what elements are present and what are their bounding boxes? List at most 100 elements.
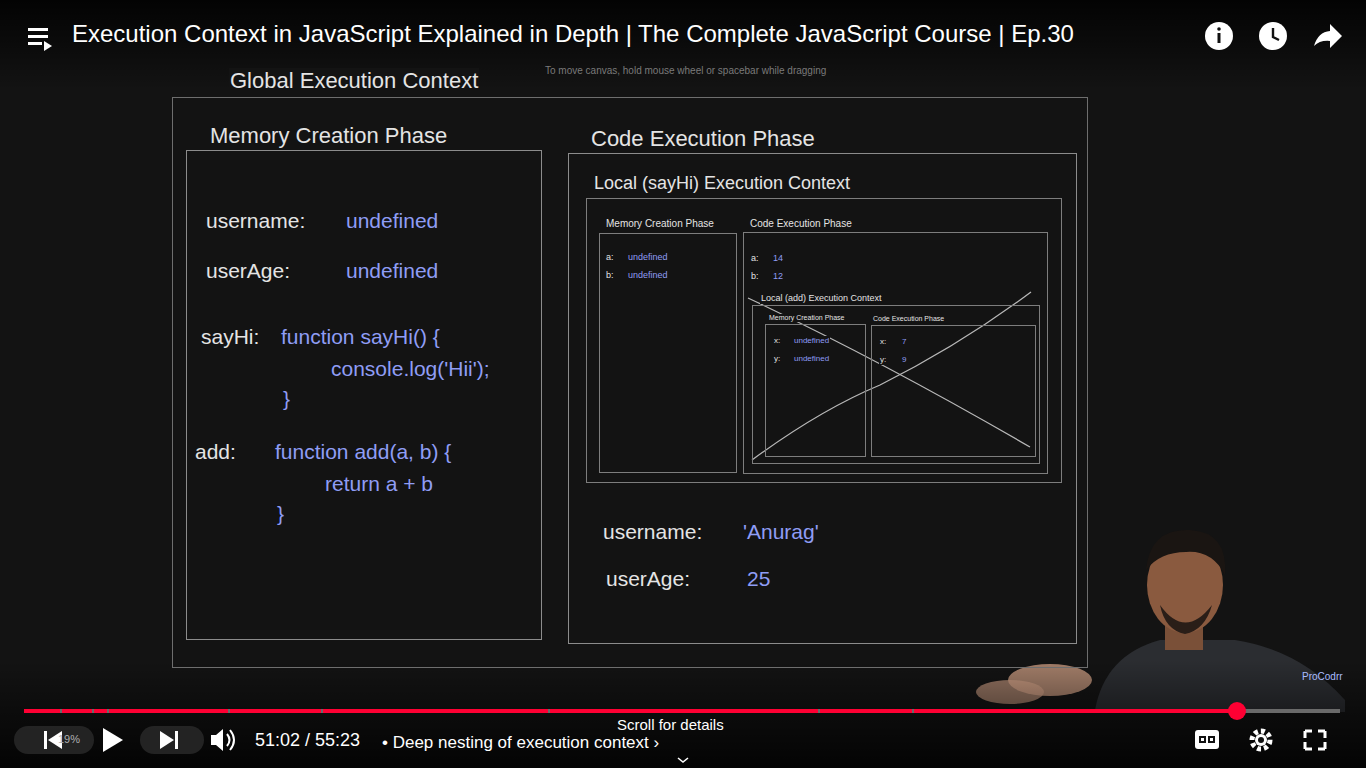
settings-icon: [1252, 731, 1270, 749]
play-icon: [103, 728, 123, 752]
code-text: }: [276, 501, 285, 526]
local-context-box: Local (sayHi) Execution ContextMemory Cr…: [586, 198, 1062, 483]
phase-heading: Memory Creation Phase: [605, 218, 715, 230]
phase-heading: Memory Creation Phase: [768, 314, 845, 322]
watch-later-icon: [1259, 22, 1287, 50]
info-mark: [1217, 27, 1221, 31]
code-text: b:: [750, 271, 760, 282]
memory-phase-box: Memory Creation Phasex:undefinedy:undefi…: [765, 324, 866, 457]
progress-segment: [820, 709, 912, 713]
code-text: username:: [602, 519, 703, 544]
local-context-box: Local (add) Execution ContextMemory Crea…: [752, 305, 1040, 464]
presenter-beard: [1160, 605, 1212, 634]
channel-logo: ProCodrr: [1302, 671, 1343, 683]
menu-icon: [28, 28, 52, 51]
code-text: 9: [901, 355, 907, 365]
cross-out-stroke: [748, 298, 1030, 447]
phase-heading: Code Execution Phase: [872, 315, 945, 323]
code-text: x:: [773, 336, 781, 346]
share-icon: [1314, 24, 1342, 48]
code-text: 25: [746, 566, 771, 591]
bottom-shade: [0, 660, 1366, 768]
info-icon: [1205, 22, 1233, 50]
volume-percent: 19%: [58, 733, 80, 746]
code-text: undefined: [345, 208, 439, 233]
global-context-box: Global Execution ContextMemory Creation …: [172, 97, 1088, 668]
phase-heading: Memory Creation Phase: [209, 123, 448, 149]
code-text: return a + b: [324, 471, 434, 496]
phase-heading: Local (sayHi) Execution Context: [593, 173, 851, 195]
memory-phase-box: Memory Creation Phasea:undefinedb:undefi…: [599, 233, 737, 473]
progress-segment: [24, 709, 60, 713]
code-text: sayHi:: [200, 324, 260, 349]
menu-bar: [28, 42, 42, 45]
control-pill: [140, 726, 204, 754]
cross-out-stroke: [752, 292, 1031, 460]
menu-bar: [28, 28, 48, 31]
phase-heading: Code Execution Phase: [749, 218, 853, 230]
code-text: 7: [901, 337, 907, 347]
progress-segment: [323, 709, 548, 713]
next-icon: [160, 731, 174, 749]
code-text: username:: [205, 208, 306, 233]
progress-track: [24, 709, 1340, 713]
memory-phase-box: Memory Creation Phaseusername:undefinedu…: [186, 150, 542, 640]
code-text: undefined: [345, 258, 439, 283]
prev-bar: [44, 731, 47, 749]
cc-mark: [1200, 737, 1205, 742]
phase-heading: Global Execution Context: [229, 68, 479, 94]
volume-waves: [227, 730, 234, 750]
menu-bar: [28, 35, 48, 38]
code-text: undefined: [627, 252, 669, 263]
chapter-title: • Deep nesting of execution context ›: [382, 733, 659, 753]
execution-phase-box: Code Execution Phase a: 14 b: 12Local (add) …: [743, 232, 1048, 474]
phase-heading: Code Execution Phase: [590, 126, 816, 152]
code-text: undefined: [627, 270, 669, 281]
video-title: Execution Context in JavaScript Explaine…: [72, 20, 1074, 49]
code-text: a:: [750, 253, 760, 264]
code-text: function add(a, b) {: [274, 439, 452, 464]
fullscreen-icon: [1305, 731, 1325, 749]
progress-segment: [230, 709, 321, 713]
code-text: b:: [605, 270, 615, 281]
code-text: a:: [605, 252, 615, 263]
code-text: 14: [772, 253, 784, 264]
volume-icon: [211, 729, 223, 751]
phase-heading: Local (add) Execution Context: [760, 293, 883, 304]
code-text: userAge:: [205, 258, 291, 283]
code-text: userAge:: [605, 566, 691, 591]
progress-segment: [550, 709, 818, 713]
code-text: undefined: [793, 336, 830, 346]
execution-phase-box: Code Execution Phasex:7y:9: [871, 325, 1036, 457]
top-shade: [0, 0, 1366, 90]
clock-hands: [1273, 28, 1279, 40]
settings-hub: [1255, 734, 1267, 746]
code-text: x:: [879, 337, 887, 347]
code-text: add:: [194, 439, 237, 464]
code-text: function sayHi() {: [280, 324, 441, 349]
code-text: }: [282, 386, 291, 411]
settings-hole: [1258, 737, 1264, 743]
code-text: y:: [773, 354, 781, 364]
code-text: console.log('Hii');: [330, 356, 491, 381]
scroll-chevron: [678, 758, 688, 762]
progress-handle: [1228, 702, 1246, 720]
canvas-hint: To move canvas, hold mouse wheel or spac…: [545, 65, 826, 77]
menu-play: [44, 41, 52, 51]
time-display: 51:02 / 55:23: [255, 730, 360, 752]
progress-segment: [62, 709, 92, 713]
progress-segment: [914, 709, 1237, 713]
progress-segment: [94, 709, 107, 713]
cc-icon: [1195, 730, 1219, 749]
next-bar: [175, 731, 178, 749]
code-text: undefined: [793, 354, 830, 364]
code-text: 12: [772, 271, 784, 282]
cc-mark: [1209, 737, 1214, 742]
progress-segment: [109, 709, 228, 713]
code-text: 'Anurag': [742, 519, 820, 544]
